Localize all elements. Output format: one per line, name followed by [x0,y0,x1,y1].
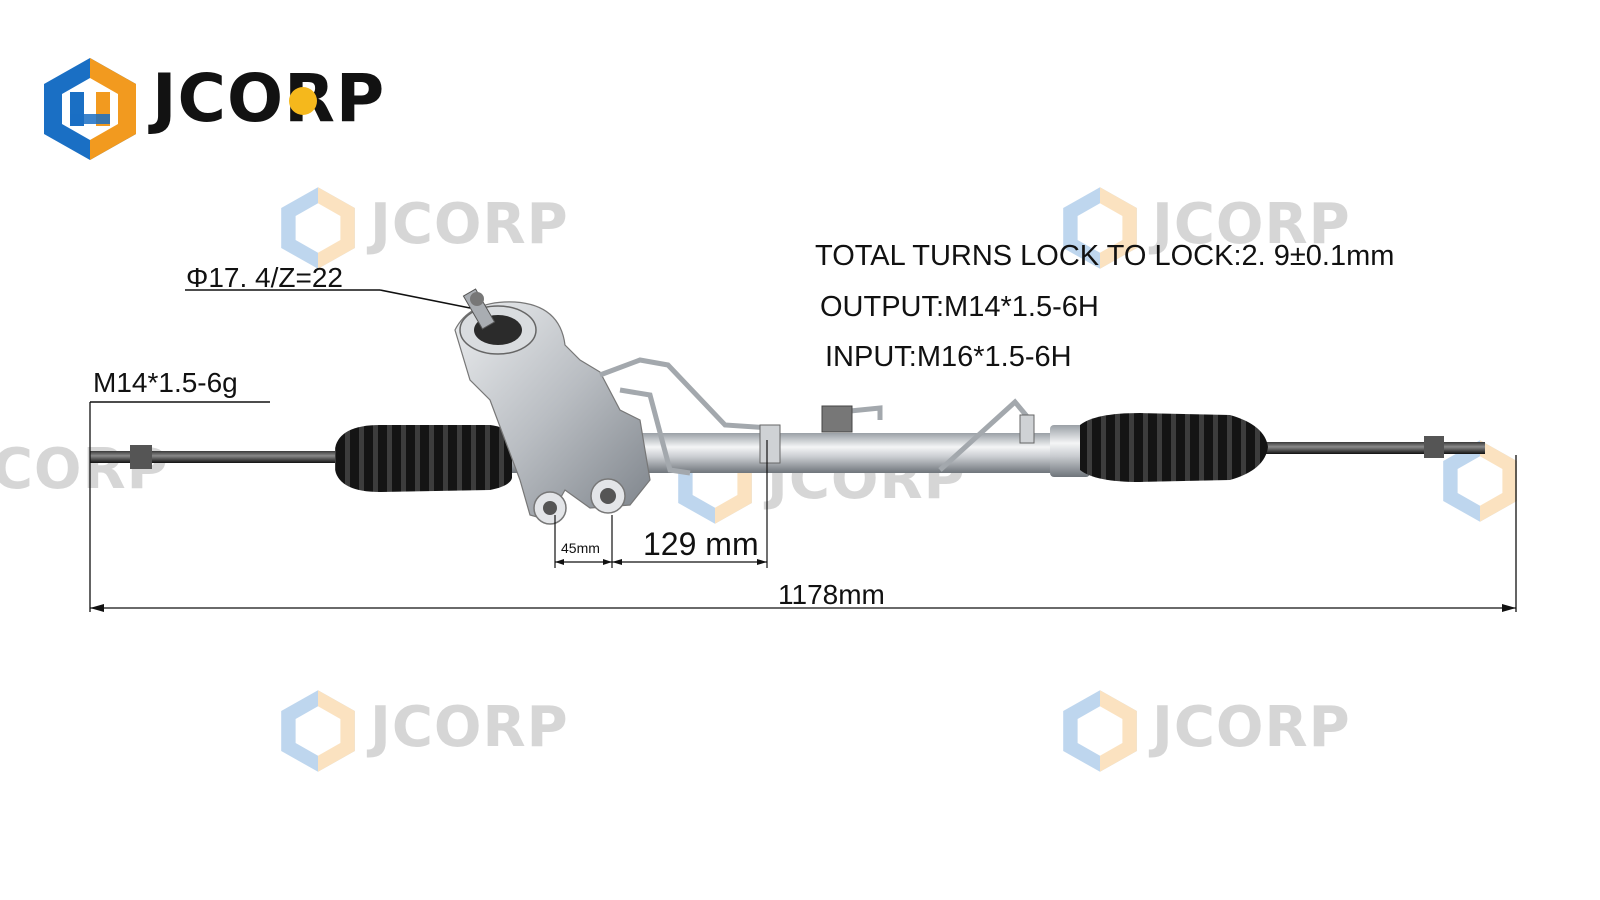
watermark: JCORP [1060,185,1360,285]
watermark-logo-icon [1443,440,1517,522]
left-tie-rod [90,451,335,463]
dim-mount-gap: 45mm [561,540,600,556]
watermark-logo-icon [281,187,355,269]
watermark-text: JCORP [1152,695,1351,760]
right-boot [1080,413,1268,482]
watermark: JCORP [1060,688,1360,788]
spec-input: INPUT:M16*1.5-6H [825,341,1072,373]
watermark-logo-icon [1063,187,1137,269]
right-tie-rod [1260,442,1485,454]
jcorp-logo-icon [44,58,136,160]
watermark-text: JCORP [370,695,569,760]
spec-total-turns: TOTAL TURNS LOCK TO LOCK:2. 9±0.1mm [815,240,1395,272]
watermark-logo-icon [1063,690,1137,772]
watermark [1440,438,1600,538]
logo-o-accent [289,87,317,115]
pinion-label: Φ17. 4/Z=22 [186,262,343,293]
brand-name: JCORP [152,60,386,137]
watermark-text: JCORP [1152,192,1351,257]
spec-output: OUTPUT:M14*1.5-6H [820,291,1099,323]
left-boot [335,425,512,492]
dim-overall-length: 1178mm [778,579,885,610]
right-nut [1424,436,1444,458]
watermark: JCORP [278,688,578,788]
left-thread-label: M14*1.5-6g [93,367,238,398]
watermark: JCORP [278,185,578,285]
brand-logo: JCORP [40,56,400,162]
left-nut [130,445,152,469]
dim-mount-to-center: 129 mm [643,526,759,562]
watermark-text: JCORP [370,192,569,257]
hydraulic-line [599,357,771,431]
watermark-logo-icon [281,690,355,772]
